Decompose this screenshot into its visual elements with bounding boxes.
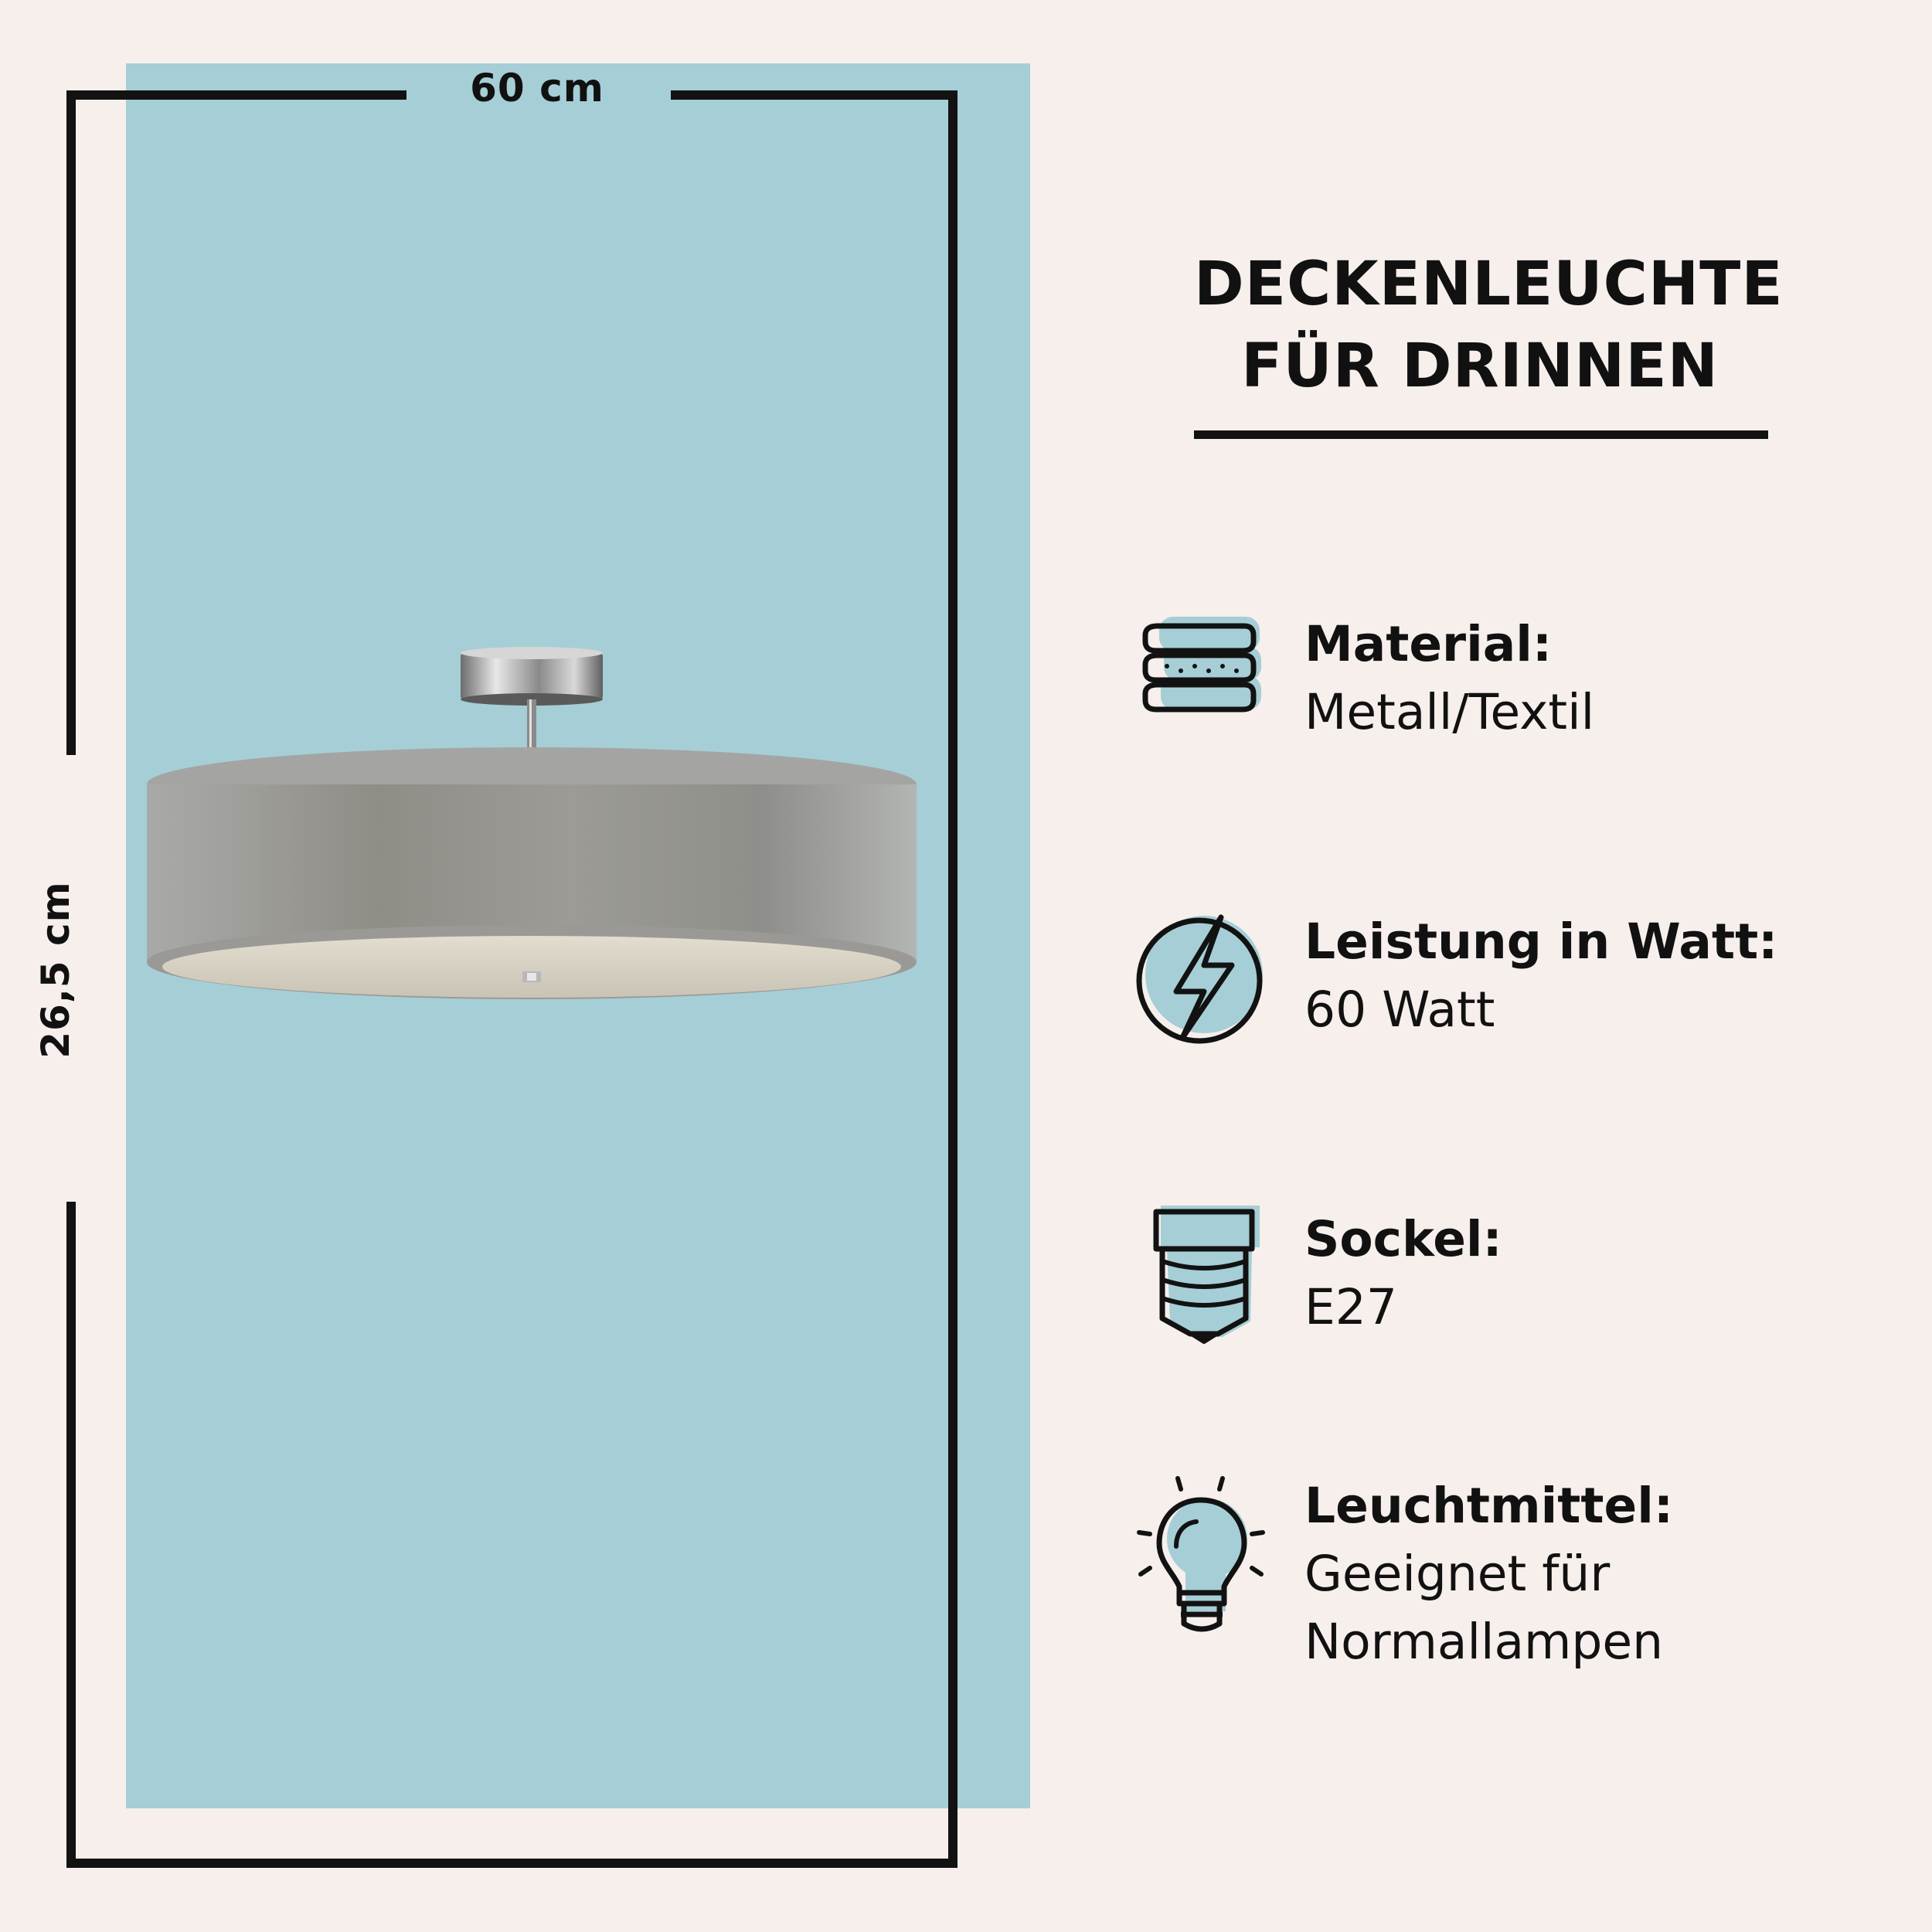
dimension-line-left-lower [66, 1202, 76, 1868]
light-bulb-icon [1137, 1476, 1265, 1632]
spec-material-label: Material: [1304, 616, 1553, 672]
spec-bulb-value-line2: Normallampen [1304, 1614, 1664, 1670]
spec-wattage-label: Leistung in Watt: [1304, 913, 1778, 970]
spec-bulb-label: Leuchtmittel: [1304, 1478, 1674, 1534]
dimension-line-top-left [66, 90, 406, 100]
spec-material-value: Metall/Textil [1304, 684, 1595, 740]
lightning-icon [1136, 914, 1263, 1044]
dimension-line-bottom [66, 1859, 957, 1868]
spec-socket-label: Sockel: [1304, 1211, 1502, 1267]
product-heading: DECKENLEUCHTE FÜR DRINNEN [1194, 243, 1784, 407]
height-dimension-label: 26,5 cm [33, 881, 78, 1059]
heading-line-1: DECKENLEUCHTE [1194, 250, 1784, 319]
spec-bulb-value-line1: Geeignet für [1304, 1546, 1611, 1602]
spec-socket-value: E27 [1304, 1279, 1397, 1335]
heading-divider [1194, 430, 1768, 439]
width-dimension-label: 60 cm [470, 66, 604, 111]
spec-wattage-value: 60 Watt [1304, 981, 1495, 1038]
dimension-line-top-right [671, 90, 957, 100]
socket-icon [1153, 1206, 1260, 1344]
heading-line-2: FÜR DRINNEN [1241, 332, 1719, 401]
dimension-line-right [948, 90, 957, 1868]
ceiling-lamp-image [147, 647, 917, 999]
dimension-line-left-upper [66, 90, 76, 755]
material-layers-icon [1142, 617, 1261, 713]
